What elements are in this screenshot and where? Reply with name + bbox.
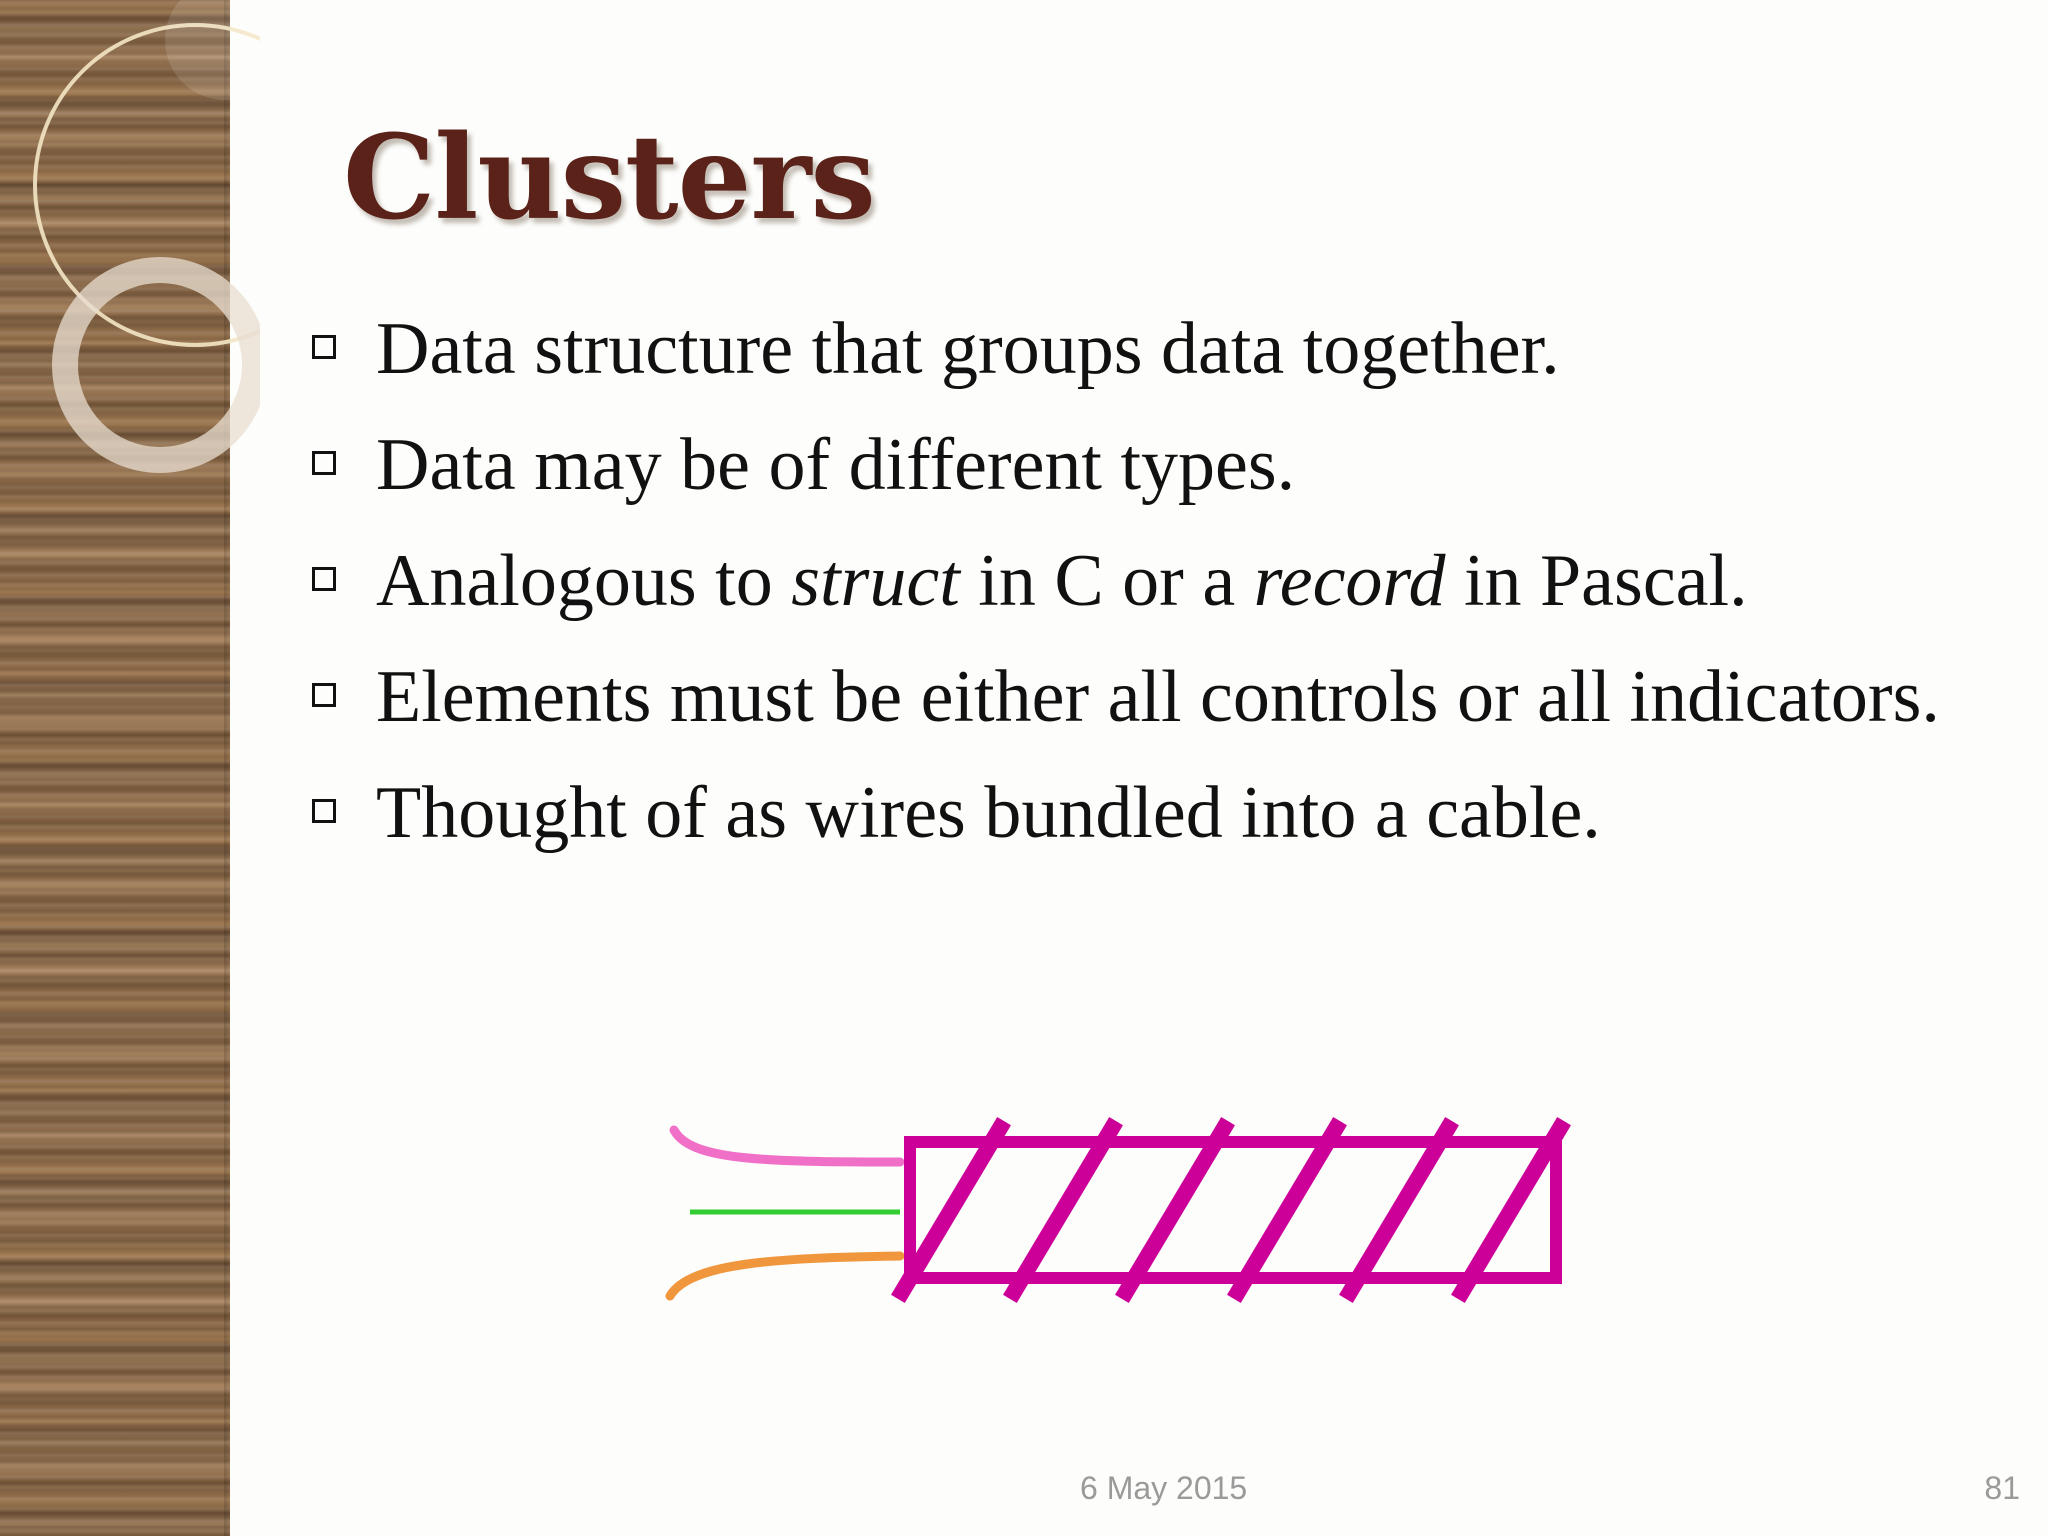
page-number: 81 [1984,1470,2020,1506]
pink-wire [669,1125,905,1167]
square-bullet-icon [312,567,342,597]
bullet-item: Data may be of different types. [312,416,2012,514]
struct-keyword: struct [791,540,960,622]
bullet-text: Thought of as wires bundled into a cable… [376,772,1601,854]
square-bullet-icon [312,335,342,365]
bullet-item: Data structure that groups data together… [312,300,2012,398]
record-keyword: record [1253,540,1446,622]
bullet-item: Elements must be either all controls or … [312,648,2012,746]
square-bullet-icon [312,683,342,713]
bullet-item: Analogous to struct in C or a record in … [312,532,2012,630]
bullet-item: Thought of as wires bundled into a cable… [312,764,2012,862]
bullet-text: Data may be of different types. [376,424,1296,506]
cable-sheath [904,1136,1562,1284]
decorative-rings [33,0,260,473]
cable-stripes [891,1117,1571,1303]
cable-bundle-illustration [665,1117,1571,1303]
wood-texture-sidebar [0,0,230,1536]
square-bullet-icon [312,451,342,481]
square-bullet-icon [312,799,342,829]
bullet-text: Analogous to struct in C or a record in … [376,540,1748,622]
orange-wire [665,1251,905,1301]
footer-date: 6 May 2015 [1080,1470,1248,1506]
bullet-text: Data structure that groups data together… [376,308,1560,390]
slide-title: Clusters [343,110,876,246]
bullet-text: Elements must be either all controls or … [376,656,1940,738]
bullet-list: Data structure that groups data together… [312,300,2012,880]
